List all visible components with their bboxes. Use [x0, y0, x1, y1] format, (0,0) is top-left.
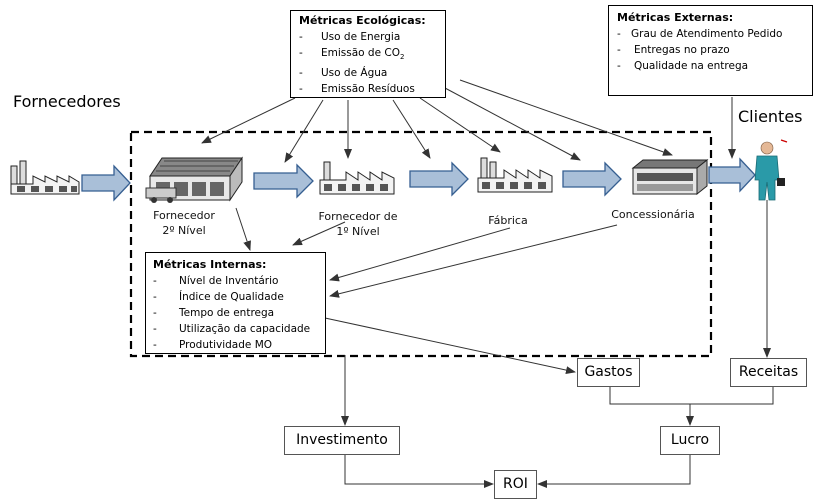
list-item: -Qualidade na entrega [617, 60, 749, 72]
list-item: -Produtividade MO [153, 339, 273, 351]
supplier-factory-icon [10, 160, 80, 195]
investimento-box: Investimento [284, 426, 400, 455]
list-item: -Uso de Energia [299, 31, 401, 43]
flow-arrows [81, 157, 756, 202]
flow-arrow [562, 161, 622, 197]
ecological-metrics-box: Métricas Ecológicas: -Uso de Energia -Em… [290, 10, 446, 98]
list-item: -Uso de Água [299, 67, 388, 80]
flow-arrow [708, 157, 756, 193]
dealership-icon [631, 158, 709, 196]
internal-arrows [235, 207, 618, 298]
supply-chain-boundary [129, 130, 713, 358]
lucro-box: Lucro [660, 426, 720, 455]
fabrica-label: Fábrica [488, 214, 528, 227]
factory-icon [477, 157, 553, 193]
flow-arrow [253, 163, 314, 199]
roi-box: ROI [494, 470, 537, 499]
external-metrics-list: -Grau de Atendimento Pedido -Entregas no… [617, 26, 812, 74]
list-item: -Tempo de entrega [153, 307, 275, 319]
flow-arrow [81, 164, 131, 202]
finance-arrows [324, 200, 774, 488]
list-item: -Entregas no prazo [617, 44, 730, 56]
list-item: -Índice de Qualidade [153, 291, 284, 303]
list-item: -Grau de Atendimento Pedido [617, 28, 783, 40]
client-person-icon [754, 139, 788, 201]
warehouse-icon [145, 156, 243, 203]
list-item: -Nível de Inventário [153, 275, 279, 287]
internal-metrics-list: -Nível de Inventário -Índice de Qualidad… [153, 273, 325, 353]
internal-metrics-box: Métricas Internas: -Nível de Inventário … [145, 252, 326, 354]
external-metrics-title: Métricas Externas: [617, 11, 734, 24]
internal-metrics-title: Métricas Internas: [153, 258, 267, 271]
clientes-label: Clientes [738, 107, 803, 126]
ecological-metrics-list: -Uso de Energia -Emissão de CO2 -Uso de … [299, 29, 445, 97]
receitas-box: Receitas [730, 358, 807, 387]
external-metrics-box: Métricas Externas: -Grau de Atendimento … [608, 5, 813, 96]
list-item: -Emissão Resíduos [299, 83, 415, 96]
list-item: -Utilização da capacidade [153, 323, 311, 335]
ecological-arrows [201, 79, 673, 163]
co2-subscript: 2 [399, 53, 405, 62]
flow-arrow [409, 161, 469, 197]
concessionaria-label: Concessionária [611, 208, 695, 221]
fornecedores-label: Fornecedores [13, 92, 121, 111]
list-item: -Emissão de CO2 [299, 47, 405, 62]
gastos-box: Gastos [577, 358, 640, 387]
ecological-metrics-title: Métricas Ecológicas: [299, 14, 426, 27]
tier1-factory-icon [319, 161, 395, 195]
